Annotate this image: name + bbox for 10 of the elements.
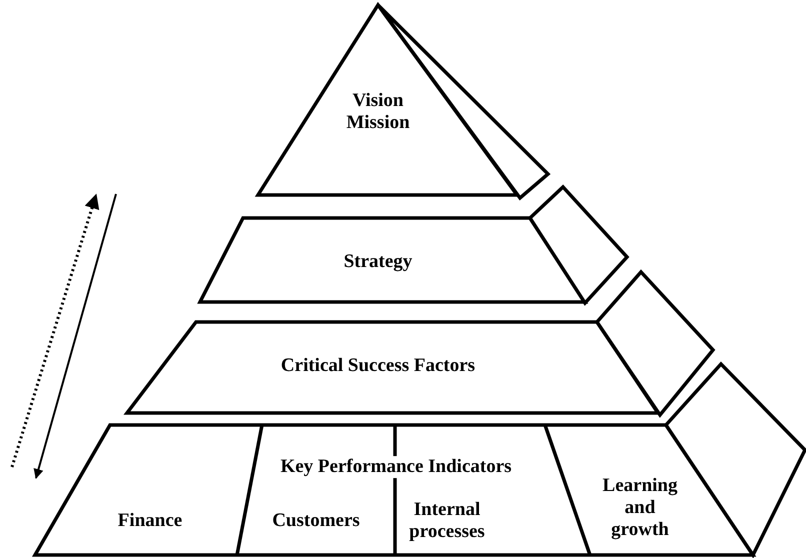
tier-label: Internal processes [408,499,486,543]
tier-label: Strategy [344,251,412,273]
side-face [597,272,713,415]
tier-label: Customers [272,510,360,532]
tier-label: Critical Success Factors [280,355,476,377]
tier-label: Learning and growth [602,475,678,541]
tier-label: Vision Mission [345,90,411,134]
tier-label: Finance [118,510,182,532]
side-face [530,187,627,303]
tier-label: Key Performance Indicators [280,456,512,478]
